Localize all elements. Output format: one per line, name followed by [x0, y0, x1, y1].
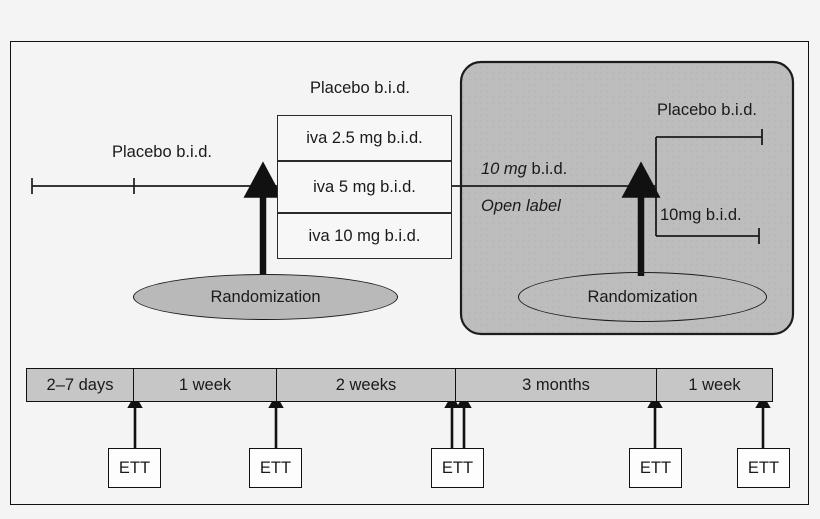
double-blind-header-label: Placebo b.i.d.	[310, 79, 410, 97]
treatment-arm-box-3[interactable]: iva 10 mg b.i.d.	[277, 213, 452, 259]
timeline-segment-1[interactable]: 2–7 days	[26, 368, 134, 402]
ett-box-label-2: ETT	[259, 458, 292, 477]
open-label-phase-label: Open label	[481, 197, 561, 215]
timeline-segment-label-4: 3 months	[522, 375, 590, 394]
randomization-label-1: Randomization	[210, 287, 321, 306]
treatment-arm-box-2[interactable]: iva 5 mg b.i.d.	[277, 161, 452, 213]
treatment-arm-label-1: iva 2.5 mg b.i.d.	[306, 128, 423, 147]
randomization-ellipse-open-label[interactable]: Randomization	[518, 272, 767, 322]
ett-box-label-3: ETT	[441, 458, 474, 477]
runin-label: Placebo b.i.d.	[112, 143, 212, 161]
randomization-ellipse-double-blind[interactable]: Randomization	[133, 274, 398, 320]
timeline-segment-label-3: 2 weeks	[335, 375, 397, 394]
ett-box-1[interactable]: ETT	[108, 448, 161, 488]
ett-box-4[interactable]: ETT	[629, 448, 682, 488]
randomization-label-2: Randomization	[587, 287, 698, 306]
timeline-segment-label-1: 2–7 days	[46, 375, 114, 394]
ett-box-label-1: ETT	[118, 458, 151, 477]
ett-box-label-4: ETT	[639, 458, 672, 477]
timeline-segment-label-5: 1 week	[688, 375, 741, 394]
open-label-panel	[459, 60, 795, 336]
open-label-dose-unit: b.i.d.	[526, 160, 568, 178]
timeline-segment-3[interactable]: 2 weeks	[276, 368, 456, 402]
timeline-segment-2[interactable]: 1 week	[133, 368, 277, 402]
timeline-segment-label-2: 1 week	[178, 375, 232, 394]
treatment-arm-label-3: iva 10 mg b.i.d.	[308, 226, 421, 245]
open-label-dose-label: 10 mg b.i.d.	[481, 161, 567, 178]
timeline-segment-4[interactable]: 3 months	[455, 368, 657, 402]
ett-box-3[interactable]: ETT	[431, 448, 484, 488]
treatment-arm-label-2: iva 5 mg b.i.d.	[313, 177, 416, 196]
withdrawal-top-label: Placebo b.i.d.	[657, 101, 757, 119]
ett-box-label-5: ETT	[747, 458, 780, 477]
treatment-arm-box-1[interactable]: iva 2.5 mg b.i.d.	[277, 115, 452, 161]
ett-box-2[interactable]: ETT	[249, 448, 302, 488]
ett-box-5[interactable]: ETT	[737, 448, 790, 488]
runin-timeline	[31, 178, 277, 194]
withdrawal-bottom-label: 10mg b.i.d.	[660, 206, 742, 224]
timeline-segment-5[interactable]: 1 week	[656, 368, 773, 402]
open-label-dose-value: 10 mg	[481, 160, 527, 178]
